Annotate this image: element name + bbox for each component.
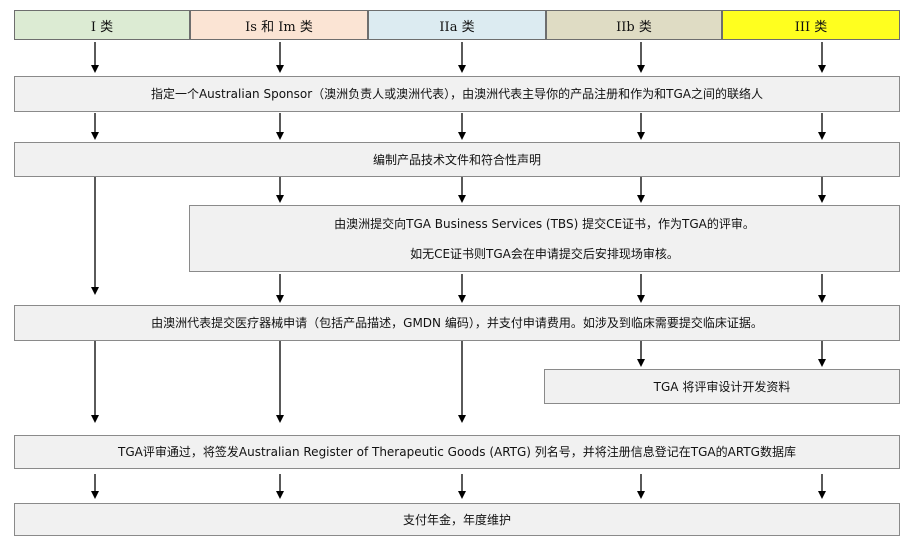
step-text: TGA 将评审设计开发资料	[653, 379, 791, 394]
header-label: IIa 类	[439, 19, 475, 35]
header-label: IIb 类	[616, 19, 652, 35]
header-label: Is 和 Im 类	[245, 19, 313, 35]
step-text: 由澳洲代表提交医疗器械申请（包括产品描述，GMDN 编码），并支付申请费用。如涉…	[151, 316, 763, 330]
step-text: 指定一个Australian Sponsor（澳洲负责人或澳洲代表），由澳洲代表…	[150, 87, 764, 101]
header-label: I 类	[90, 19, 114, 35]
step-submit-application: 由澳洲代表提交医疗器械申请（包括产品描述，GMDN 编码），并支付申请费用。如涉…	[14, 305, 900, 341]
step-appoint-sponsor: 指定一个Australian Sponsor（澳洲负责人或澳洲代表），由澳洲代表…	[14, 76, 900, 112]
step-artg-listing: TGA评审通过，将签发Australian Register of Therap…	[14, 435, 900, 469]
step-submit-ce-certificate: 由澳洲提交向TGA Business Services (TBS) 提交CE证书…	[189, 205, 900, 272]
header-class-iii: III 类	[722, 10, 900, 40]
step-technical-file: 编制产品技术文件和符合性声明	[14, 142, 900, 177]
header-class-is-im: Is 和 Im 类	[190, 10, 368, 40]
step-design-review: TGA 将评审设计开发资料	[544, 369, 900, 404]
step-text: 如无CE证书则TGA会在申请提交后安排现场审核。	[410, 246, 679, 261]
header-class-i: I 类	[14, 10, 190, 40]
header-class-iia: IIa 类	[368, 10, 546, 40]
header-class-iib: IIb 类	[546, 10, 722, 40]
step-text: 由澳洲提交向TGA Business Services (TBS) 提交CE证书…	[334, 216, 755, 231]
step-text: 支付年金，年度维护	[402, 512, 511, 527]
step-text: TGA评审通过，将签发Australian Register of Therap…	[118, 445, 796, 459]
step-annual-fee: 支付年金，年度维护	[14, 503, 900, 536]
step-text: 编制产品技术文件和符合性声明	[372, 152, 541, 167]
header-label: III 类	[794, 19, 828, 35]
